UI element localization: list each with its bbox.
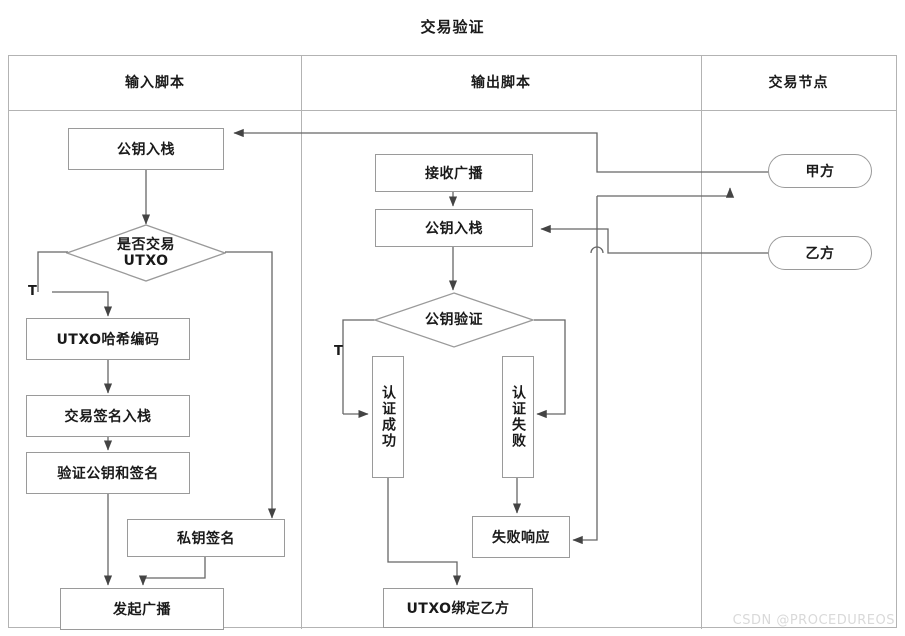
node-pubkey-push-middle[interactable]: 公钥入栈 <box>375 209 533 247</box>
node-tx-sign-push[interactable]: 交易签名入栈 <box>26 395 190 437</box>
edge-label-left-true: T <box>28 284 37 299</box>
lane-header-input-script: 输入脚本 <box>125 75 185 91</box>
lane-header-transaction-node: 交易节点 <box>768 75 829 91</box>
node-start-broadcast[interactable]: 发起广播 <box>60 588 224 630</box>
node-party-a[interactable]: 甲方 <box>768 154 872 188</box>
node-receive-broadcast[interactable]: 接收广播 <box>375 154 533 192</box>
node-pubkey-push-left[interactable]: 公钥入栈 <box>68 128 224 170</box>
node-is-tx-utxo-line2: UTXO <box>123 253 169 269</box>
watermark-text: CSDN @PROCEDUREOS <box>732 613 895 628</box>
node-pubkey-verify[interactable]: 公钥验证 <box>374 292 534 348</box>
node-utxo-hash-encode[interactable]: UTXO哈希编码 <box>26 318 190 360</box>
node-pubkey-verify-label: 公钥验证 <box>425 311 483 328</box>
node-is-tx-utxo[interactable]: 是否交易 UTXO <box>66 224 226 282</box>
node-is-tx-utxo-line1: 是否交易 <box>117 236 175 253</box>
lane-divider-2 <box>701 56 702 629</box>
node-auth-failure[interactable]: 认证失败 <box>502 356 534 478</box>
edge-label-middle-true: T <box>334 344 343 359</box>
page-title: 交易验证 <box>420 18 485 36</box>
node-utxo-bind-partyb[interactable]: UTXO绑定乙方 <box>383 588 533 628</box>
node-verify-pubkey-sign[interactable]: 验证公钥和签名 <box>26 452 190 494</box>
swimlane-header-row: 输入脚本 输出脚本 交易节点 <box>9 56 896 111</box>
lane-divider-1 <box>301 56 302 629</box>
node-party-b[interactable]: 乙方 <box>768 236 872 270</box>
node-private-key-sign[interactable]: 私钥签名 <box>127 519 285 557</box>
lane-header-output-script: 输出脚本 <box>471 75 531 91</box>
node-auth-success[interactable]: 认证成功 <box>372 356 404 478</box>
node-failure-response[interactable]: 失败响应 <box>472 516 570 558</box>
